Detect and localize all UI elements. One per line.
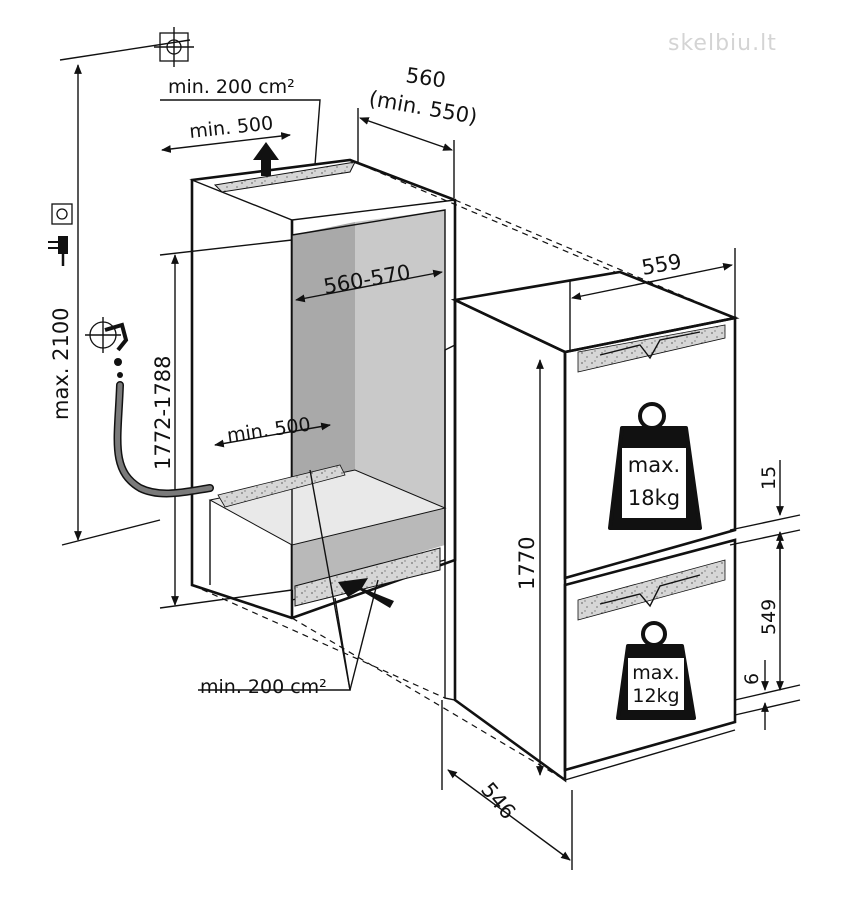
up-arrow-icon: [253, 142, 279, 176]
label-niche-depth: 560: [404, 63, 447, 92]
label-niche-height: 1772-1788: [151, 356, 175, 470]
niche-cabinet: [189, 158, 457, 620]
watermark: skelbiu.lt: [668, 31, 777, 56]
label-appliance-width: 559: [640, 249, 684, 280]
label-bottom-gap: 6: [741, 673, 763, 685]
label-max-height: max. 2100: [49, 307, 73, 420]
weight-icon: [608, 402, 702, 530]
dimension-lines: [59, 39, 801, 870]
label-lower-door-height: 549: [758, 599, 780, 635]
label-top-vent-area: min. 200 cm²: [168, 76, 295, 98]
weight-upper: max. 18kg: [608, 402, 702, 530]
weight-lower-line2: 12kg: [632, 685, 679, 707]
inlet-arrow-icon: [338, 578, 394, 608]
weight-lower: max. 12kg: [616, 621, 696, 720]
label-bottom-vent-area: min. 200 cm²: [200, 676, 327, 698]
appliance-body: [444, 270, 740, 783]
label-appliance-depth: 546: [476, 778, 520, 824]
cross-target-icon: [154, 27, 194, 67]
label-appliance-height: 1770: [515, 537, 539, 590]
label-door-gap: 15: [758, 466, 780, 490]
label-niche-depth-min: (min. 550): [367, 86, 479, 129]
power-plug-icon: [48, 236, 68, 266]
power-socket-icon: [51, 203, 73, 225]
water-tap-icon: [85, 317, 129, 378]
weight-upper-line1: max.: [628, 453, 680, 477]
weight-icon: [616, 621, 696, 720]
weight-upper-line2: 18kg: [628, 486, 680, 510]
weight-lower-line1: max.: [632, 662, 679, 684]
